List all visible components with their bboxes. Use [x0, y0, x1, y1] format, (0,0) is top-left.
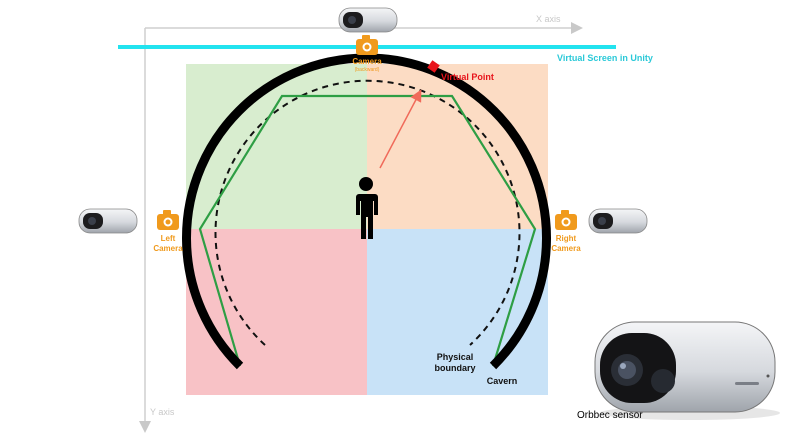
y-axis-label: Y axis: [150, 407, 175, 417]
orbbec-sensor-left-image: [78, 208, 138, 234]
sensor-caption: Orbbec sensor: [577, 410, 643, 421]
physical-boundary-arc: [182, 53, 551, 370]
camera-top-icon: [356, 35, 378, 55]
orbbec-sensor-right-image: [588, 208, 648, 234]
camera-left-label-2: Camera: [153, 244, 183, 253]
person-icon: [356, 177, 378, 239]
virtual-point-label: Virtual Point: [441, 72, 494, 82]
quadrant-bottom-left: [186, 229, 367, 395]
camera-left-label-1: Left: [161, 234, 176, 243]
camera-top-sublabel: (backward): [355, 67, 380, 73]
inner-dashed-arc: [214, 79, 521, 346]
camera-right-icon: [555, 210, 577, 230]
camera-right-label-2: Camera: [551, 244, 581, 253]
camera-right-label-1: Right: [556, 234, 577, 243]
virtual-point-marker: [427, 60, 440, 73]
camera-top-label: Camera: [352, 57, 382, 66]
virtual-screen-label: Virtual Screen in Unity: [557, 53, 653, 63]
x-axis-label: X axis: [536, 14, 561, 24]
view-ray-arrow: [379, 89, 422, 169]
orbbec-sensor-top-image: [338, 7, 398, 33]
physical-boundary-label-1: Physical: [437, 352, 474, 362]
screen-polygon: [198, 94, 537, 367]
orbbec-sensor-photo: [594, 321, 780, 420]
camera-left-icon: [157, 210, 179, 230]
cavern-label: Cavern: [487, 376, 518, 386]
physical-boundary-label-2: boundary: [434, 363, 475, 373]
